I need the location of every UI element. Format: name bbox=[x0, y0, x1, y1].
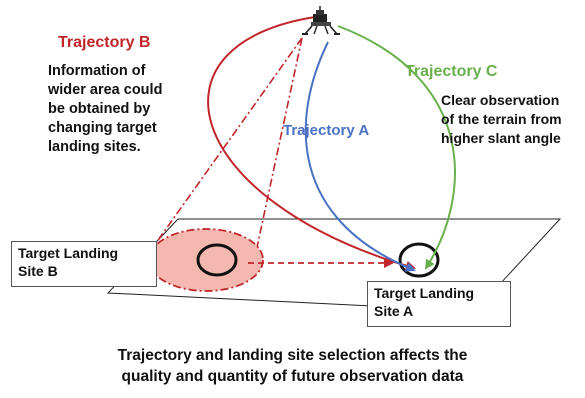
trajectory-b-path bbox=[207, 15, 416, 271]
cone-edge-right bbox=[255, 37, 303, 253]
trajectory-b-desc-line: wider area could bbox=[48, 82, 163, 98]
caption-line: quality and quantity of future observati… bbox=[121, 368, 464, 385]
trajectory-b-description: Information of wider area could be obtai… bbox=[48, 62, 162, 157]
site-b-label-line: Target Landing bbox=[18, 245, 119, 261]
trajectory-c-desc-line: higher slant angle bbox=[441, 130, 561, 146]
trajectory-a-title: Trajectory A bbox=[283, 122, 370, 139]
site-a-label-line: Site A bbox=[374, 303, 414, 319]
cone-edge-left bbox=[155, 37, 303, 244]
site-a-label-box: Target Landing Site A bbox=[367, 281, 511, 327]
trajectory-c-desc-line: of the terrain from bbox=[441, 111, 562, 127]
trajectory-a-path bbox=[304, 41, 416, 272]
trajectory-c-title: Trajectory C bbox=[405, 63, 498, 80]
trajectory-b-desc-line: Information of bbox=[48, 63, 146, 79]
site-b-label-line: Site B bbox=[18, 263, 58, 279]
site-a-label-line: Target Landing bbox=[374, 285, 475, 301]
trajectory-c-path bbox=[337, 25, 456, 270]
diagram-caption: Trajectory and landing site selection af… bbox=[0, 345, 585, 387]
site-b-label-box: Target Landing Site B bbox=[11, 241, 157, 287]
trajectory-c-desc-line: Clear observation bbox=[441, 92, 560, 108]
trajectory-c-description: Clear observation of the terrain from hi… bbox=[441, 91, 562, 148]
trajectory-b-title: Trajectory B bbox=[58, 34, 151, 51]
caption-line: Trajectory and landing site selection af… bbox=[117, 347, 468, 364]
trajectory-b-desc-line: changing target bbox=[48, 120, 157, 136]
trajectory-b-desc-line: landing sites. bbox=[48, 139, 141, 155]
site-b-observation-area bbox=[148, 228, 264, 292]
site-a-target-ring bbox=[398, 242, 440, 278]
trajectory-b-desc-line: be obtained by bbox=[48, 101, 151, 117]
lander-icon bbox=[302, 6, 340, 35]
site-b-target-ring bbox=[196, 243, 238, 277]
